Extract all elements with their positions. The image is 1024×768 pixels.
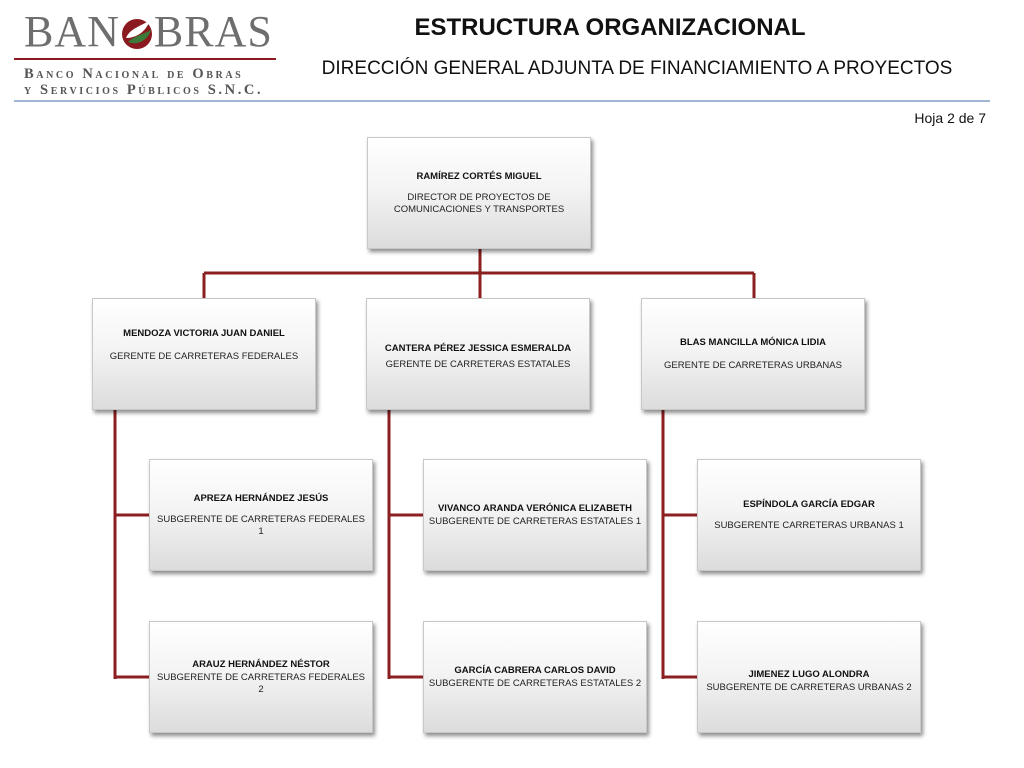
manager-box-federales: MENDOZA VICTORIA JUAN DANIEL GERENTE DE … (92, 298, 316, 410)
manager-role: GERENTE DE CARRETERAS ESTATALES (385, 359, 571, 370)
sub-box-federales-1: APREZA HERNÁNDEZ JESÚS SUBGERENTE DE CAR… (149, 459, 373, 571)
manager-box-urbanas: BLAS MANCILLA MÓNICA LIDIA GERENTE DE CA… (641, 298, 865, 410)
sub-name: ESPÍNDOLA GARCÍA EDGAR (743, 498, 875, 510)
sheet-number: Hoja 2 de 7 (914, 110, 986, 126)
sub-box-estatales-1: VIVANCO ARANDA VERÓNICA ELIZABETH SUBGER… (423, 459, 647, 571)
sub-name: JIMENEZ LUGO ALONDRA (748, 668, 870, 680)
sub-name: GARCÍA CABRERA CARLOS DAVID (454, 664, 616, 676)
sub-role: SUBGERENTE CARRETERAS URBANAS 1 (714, 519, 904, 531)
director-role: DIRECTOR DE PROYECTOS DE COMUNICACIONES … (393, 191, 565, 215)
logo-emblem-icon (121, 19, 152, 49)
page-subtitle: DIRECCIÓN GENERAL ADJUNTA DE FINANCIAMIE… (321, 58, 953, 79)
manager-name: BLAS MANCILLA MÓNICA LIDIA (679, 336, 826, 348)
sub-name: APREZA HERNÁNDEZ JESÚS (193, 492, 329, 504)
sub-box-urbanas-1: ESPÍNDOLA GARCÍA EDGAR SUBGERENTE CARRET… (697, 459, 921, 571)
sub-name: VIVANCO ARANDA VERÓNICA ELIZABETH (437, 502, 633, 514)
sub-box-estatales-2: GARCÍA CABRERA CARLOS DAVID SUBGERENTE D… (423, 621, 647, 733)
logo-wordmark-right: BRAS (153, 7, 273, 56)
logo-wordmark-left: BAN (24, 7, 120, 56)
logo-divider (14, 58, 276, 60)
manager-name: CANTERA PÉREZ JESSICA ESMERALDA (384, 343, 572, 354)
sub-role: SUBGERENTE DE CARRETERAS URBANAS 2 (706, 681, 912, 693)
sub-role: SUBGERENTE DE CARRETERAS FEDERALES 1 (157, 513, 365, 537)
logo-wordmark: BAN BRAS (24, 8, 273, 56)
sub-box-federales-2: ARAUZ HERNÁNDEZ NÉSTOR SUBGERENTE DE CAR… (149, 621, 373, 733)
sub-name: ARAUZ HERNÁNDEZ NÉSTOR (192, 658, 330, 670)
sub-role: SUBGERENTE DE CARRETERAS ESTATALES 1 (428, 515, 642, 527)
sub-role: SUBGERENTE DE CARRETERAS FEDERALES 2 (157, 671, 365, 695)
director-box: RAMÍREZ CORTÉS MIGUEL DIRECTOR DE PROYEC… (367, 137, 591, 249)
manager-role: GERENTE DE CARRETERAS FEDERALES (109, 350, 299, 362)
manager-name: MENDOZA VICTORIA JUAN DANIEL (123, 327, 285, 339)
logo-line-1: Banco Nacional de Obras (24, 66, 244, 82)
manager-role: GERENTE DE CARRETERAS URBANAS (664, 359, 842, 371)
header-divider (14, 100, 990, 102)
logo-line-2: y Servicios Públicos S.N.C. (24, 82, 264, 98)
banobras-logo: BAN BRAS Banco Nacional de Obras y Servi… (14, 8, 276, 98)
page-title: ESTRUCTURA ORGANIZACIONAL (414, 14, 806, 41)
sub-role: SUBGERENTE DE CARRETERAS ESTATALES 2 (428, 677, 642, 689)
manager-box-estatales: CANTERA PÉREZ JESSICA ESMERALDA GERENTE … (366, 298, 590, 410)
director-name: RAMÍREZ CORTÉS MIGUEL (416, 170, 542, 182)
sub-box-urbanas-2: JIMENEZ LUGO ALONDRA SUBGERENTE DE CARRE… (697, 621, 921, 733)
